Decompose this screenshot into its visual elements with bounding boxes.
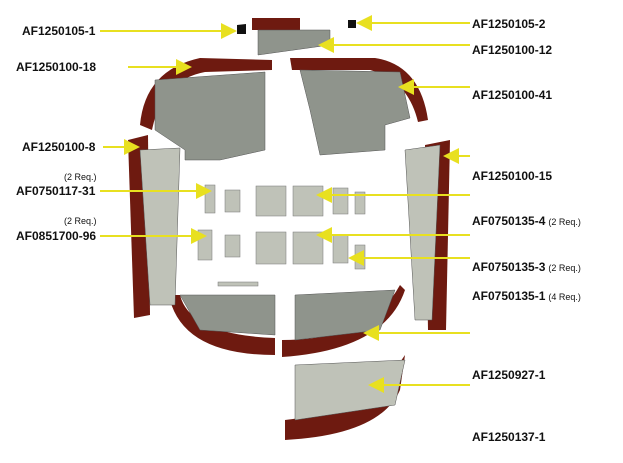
part-label: AF1250105-2 (472, 17, 546, 31)
quantity-note: (2 Req.) (548, 263, 581, 273)
part-label: AF1250100-12 (472, 43, 553, 57)
clip-parts (237, 20, 356, 34)
quantity-note: (2 Req.) (548, 217, 581, 227)
part-label: AF0851700-96 (16, 229, 97, 243)
part-label: AF1250105-1 (22, 24, 96, 38)
part-label: AF1250100-8 (22, 140, 96, 154)
part-id: AF0750135-1 (472, 289, 546, 303)
upper-left-skin (140, 58, 272, 130)
part-label: AF1250927-1 (472, 368, 546, 382)
part-label: AF0750135-1(4 Req.) (472, 289, 581, 303)
part-label: AF0750117-31 (16, 184, 96, 198)
part-id: AF0750135-3 (472, 260, 546, 274)
lower-right-skin (282, 285, 405, 357)
quantity-note: (2 Req.) (64, 172, 97, 182)
part-label: AF1250137-1 (472, 430, 546, 444)
quantity-note: (2 Req.) (64, 216, 97, 226)
quantity-note: (4 Req.) (548, 292, 581, 302)
part-label: AF1250100-41 (472, 88, 553, 102)
callout-arrows (100, 15, 470, 393)
bottom-skin (285, 355, 405, 440)
top-skin (252, 18, 300, 30)
lower-left-skin (170, 295, 275, 355)
part-label: AF1250100-18 (16, 60, 97, 74)
part-id: AF0750135-4 (472, 214, 546, 228)
part-label: AF0750135-3(2 Req.) (472, 260, 581, 274)
frame-panels (139, 29, 441, 421)
part-label: AF1250100-15 (472, 169, 553, 183)
part-label: AF0750135-4(2 Req.) (472, 214, 581, 228)
